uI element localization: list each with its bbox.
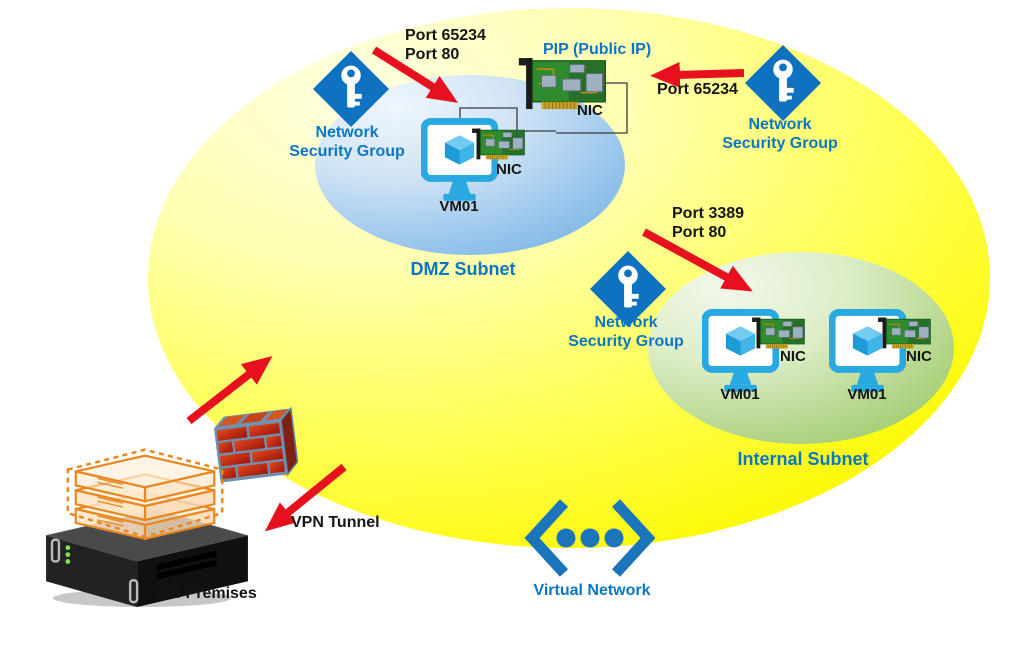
dmz-inbound-ports-label: Port 65234 Port 80 (405, 27, 486, 63)
virtual-network-label: Virtual Network (533, 582, 651, 599)
vm-nic-icon (471, 127, 526, 162)
vm-name-label: VM01 (847, 386, 887, 403)
pip-inbound-port-label: Port 65234 (657, 81, 738, 98)
nsg-icon (744, 44, 822, 122)
vm-nic-label: NIC (906, 348, 932, 365)
pip-label: PIP (Public IP) (543, 41, 652, 58)
arrow-internal-inbound (642, 228, 753, 292)
on-premises-label: On-Premises (158, 585, 257, 602)
vm-name-label: VM01 (439, 198, 479, 215)
virtual-network-icon (520, 498, 660, 578)
vm-nic-icon (877, 316, 932, 351)
vm-nic-label: NIC (780, 348, 806, 365)
pip-nic-label: NIC (577, 102, 603, 119)
arrow-vpn-tunnel (264, 463, 347, 532)
vm-nic-label: NIC (496, 161, 522, 178)
arrow-pip-inbound (650, 61, 745, 88)
arrow-onprem-to-vnet (186, 356, 273, 425)
internal-inbound-ports-label: Port 3389 Port 80 (672, 205, 745, 241)
vm-nic-icon (751, 316, 806, 351)
internal-subnet-label: Internal Subnet (737, 449, 869, 469)
nsg-icon (312, 50, 390, 128)
arrow-dmz-inbound (371, 46, 459, 103)
dmz-subnet-label: DMZ Subnet (410, 259, 516, 279)
nic-connector-lines (459, 82, 628, 134)
traffic-arrows (186, 46, 753, 532)
vm-name-label: VM01 (720, 386, 760, 403)
on-premises-server-icon (36, 422, 258, 610)
vpn-tunnel-label: VPN Tunnel (291, 514, 380, 531)
